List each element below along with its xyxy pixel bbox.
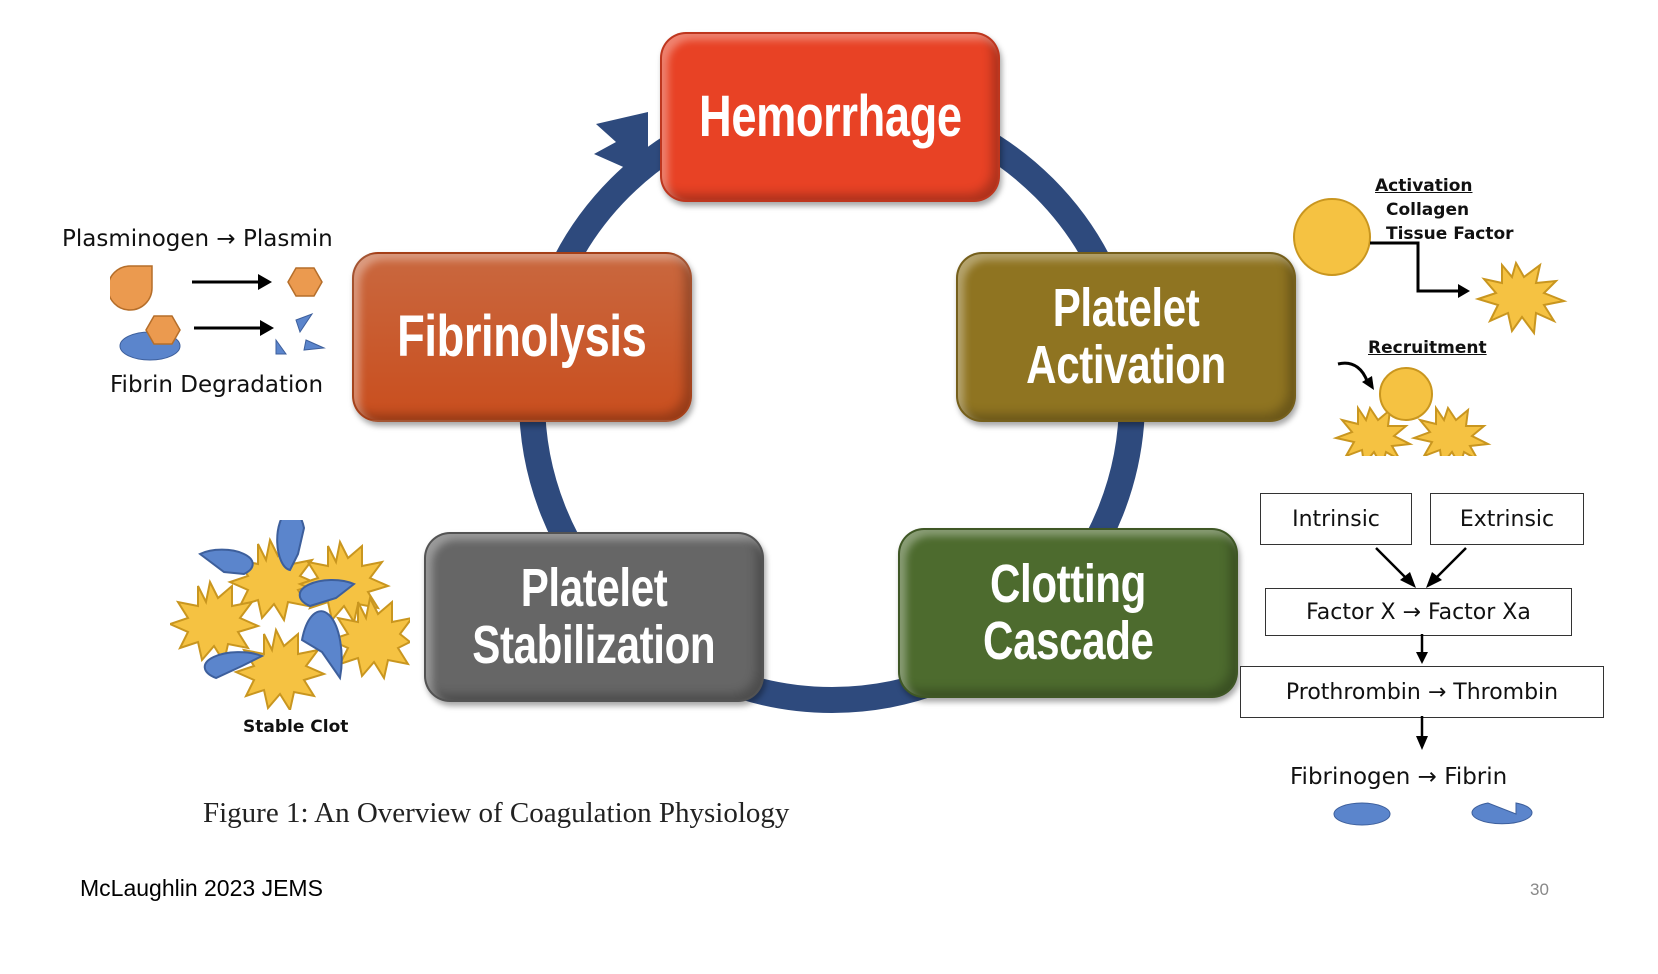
extrinsic-box: Extrinsic [1430, 493, 1584, 545]
activated-platelet-icon [1474, 260, 1568, 336]
activated-platelet-icon [233, 626, 327, 710]
fibrinogen-label: Fibrinogen → Fibrin [1290, 764, 1508, 790]
recruitment-arrow-icon [1337, 361, 1370, 385]
arrow-icon [1375, 547, 1411, 583]
cycle-arrowhead-icon [594, 112, 648, 178]
arrowhead-icon [1458, 284, 1470, 298]
recruitment-illustration [1332, 361, 1492, 456]
fibrin-fragment-icon [303, 339, 326, 351]
plasminogen-icon [110, 265, 153, 311]
activation-illustration [1293, 198, 1568, 336]
arrowhead-icon [1416, 736, 1428, 750]
node-label: Hemorrhage [698, 83, 962, 149]
activation-item-collagen: Collagen [1386, 200, 1470, 220]
activated-platelet-icon [1332, 404, 1414, 456]
node-platelet-stabilization: Platelet Stabilization [424, 532, 764, 702]
arrowhead-icon [1400, 572, 1416, 588]
fibrin-illustration [1333, 802, 1533, 826]
node-hemorrhage: Hemorrhage [660, 32, 1000, 202]
intrinsic-box: Intrinsic [1260, 493, 1412, 545]
node-label: Clotting [990, 554, 1146, 615]
stable-clot-label: Stable Clot [243, 717, 349, 737]
prothrombin-box: Prothrombin → Thrombin [1240, 666, 1604, 718]
arrowhead-icon [258, 274, 272, 290]
plasmin-icon [287, 267, 323, 297]
factor-x-box: Factor X → Factor Xa [1265, 588, 1572, 636]
activation-item-tissue-factor: Tissue Factor [1386, 224, 1514, 244]
plasminogen-title: Plasminogen → Plasmin [62, 226, 333, 252]
fibrin-strand-icon [276, 520, 306, 572]
fibrin-strand-icon [203, 651, 265, 680]
recruitment-heading: Recruitment [1368, 338, 1487, 358]
cascade-arrows [1375, 547, 1467, 750]
fibrinogen-icon [1333, 802, 1391, 826]
fibrin-degradation-label: Fibrin Degradation [110, 372, 324, 398]
activation-arrow-icon [1370, 241, 1458, 293]
arrow-icon [1431, 547, 1467, 583]
arrowhead-icon [1426, 572, 1442, 588]
node-clotting-cascade: Clotting Cascade [898, 528, 1238, 698]
node-label: Cascade [982, 611, 1154, 671]
node-label: Fibrinolysis [397, 303, 647, 369]
figure-caption: Figure 1: An Overview of Coagulation Phy… [203, 797, 790, 829]
activation-heading: Activation [1375, 176, 1473, 196]
fibrinolysis-illustration [110, 265, 326, 361]
citation: McLaughlin 2023 JEMS [80, 875, 323, 901]
fibrin-strand-icon [300, 610, 343, 681]
activated-platelet-icon [1410, 404, 1492, 456]
node-label: Platelet [520, 558, 668, 619]
fibrin-strand-icon [198, 548, 254, 576]
plasmin-icon [145, 315, 181, 345]
arrowhead-icon [1416, 652, 1428, 664]
fibrin-icon [1471, 802, 1533, 825]
node-label: Stabilization [472, 615, 716, 675]
stable-clot-illustration [170, 520, 410, 710]
activated-platelet-icon [327, 594, 410, 681]
recruited-platelet-icon [1379, 367, 1433, 421]
node-label: Activation [1026, 335, 1226, 395]
activated-platelet-icon [170, 578, 261, 665]
node-label: Platelet [1052, 278, 1200, 339]
node-platelet-activation: Platelet Activation [956, 252, 1296, 422]
fibrin-fragment-icon [295, 312, 314, 334]
arrowhead-icon [260, 320, 274, 336]
fibrin-fragment-icon [275, 338, 287, 355]
resting-platelet-icon [1293, 198, 1371, 276]
arrowhead-icon [1362, 376, 1374, 390]
node-fibrinolysis: Fibrinolysis [352, 252, 692, 422]
fibrin-strand-icon [298, 578, 356, 608]
page-number: 30 [1530, 880, 1549, 899]
